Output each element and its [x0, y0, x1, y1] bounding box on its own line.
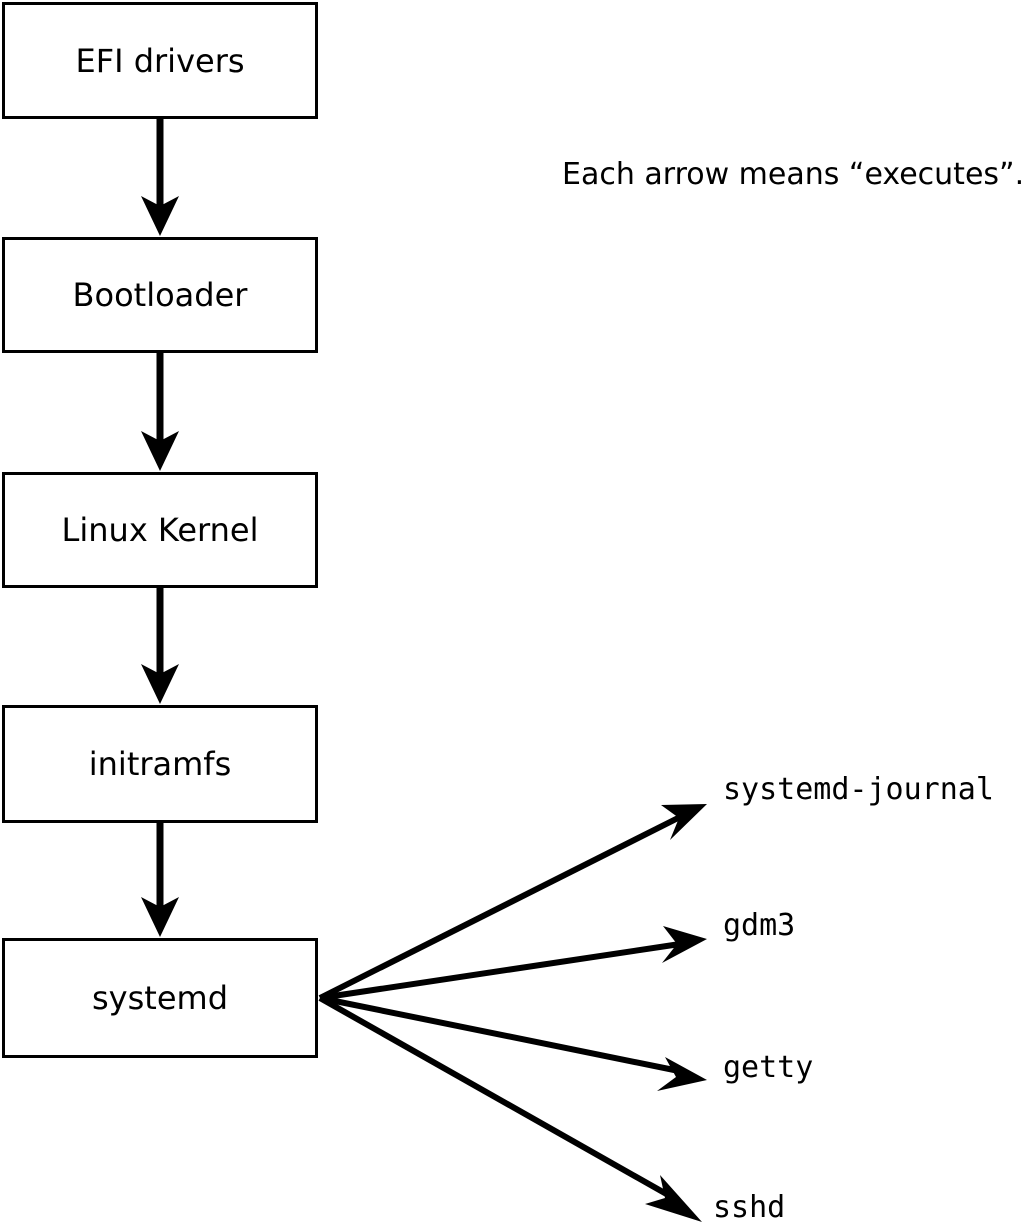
- arrow-head: [645, 1175, 702, 1222]
- arrow-bootloader-to-linux-kernel: [141, 353, 179, 471]
- arrow-systemd-to-getty: [319, 995, 707, 1091]
- arrow-head: [661, 804, 707, 840]
- stage-box-label: Linux Kernel: [61, 511, 259, 549]
- arrow-shaft: [319, 941, 681, 1001]
- stage-box-systemd[interactable]: systemd: [2, 938, 318, 1058]
- stage-box-label: EFI drivers: [75, 41, 245, 80]
- stage-box-label: Bootloader: [72, 276, 248, 314]
- stage-box-efi-drivers[interactable]: EFI drivers: [2, 2, 318, 119]
- arrow-shaft: [318, 995, 672, 1199]
- arrow-head: [141, 664, 179, 704]
- arrow-systemd-to-sshd: [318, 995, 702, 1222]
- stage-box-bootloader[interactable]: Bootloader: [2, 237, 318, 353]
- service-label-sshd[interactable]: sshd: [713, 1190, 786, 1225]
- stage-box-linux-kernel[interactable]: Linux Kernel: [2, 472, 318, 588]
- stage-box-label: initramfs: [88, 745, 232, 783]
- arrow-linux-kernel-to-initramfs: [141, 588, 179, 704]
- arrow-shaft: [319, 995, 680, 1074]
- service-label-systemd-journal[interactable]: systemd-journal: [723, 772, 994, 807]
- arrow-shaft: [318, 813, 684, 1001]
- arrow-head: [141, 897, 179, 937]
- arrow-systemd-to-systemd-journal: [318, 804, 707, 1001]
- service-label-getty[interactable]: getty: [723, 1050, 814, 1085]
- stage-box-initramfs[interactable]: initramfs: [2, 705, 318, 823]
- legend-caption: Each arrow means “executes”.: [562, 157, 1023, 192]
- arrow-head: [141, 431, 179, 471]
- arrow-systemd-to-gdm3: [319, 926, 707, 1001]
- stage-box-label: systemd: [92, 979, 228, 1017]
- arrow-efi-drivers-to-bootloader: [141, 119, 179, 236]
- service-label-gdm3[interactable]: gdm3: [723, 908, 796, 943]
- arrow-initramfs-to-systemd: [141, 823, 179, 937]
- arrow-head: [662, 926, 707, 963]
- arrow-head: [141, 196, 179, 236]
- arrow-head: [657, 1057, 707, 1091]
